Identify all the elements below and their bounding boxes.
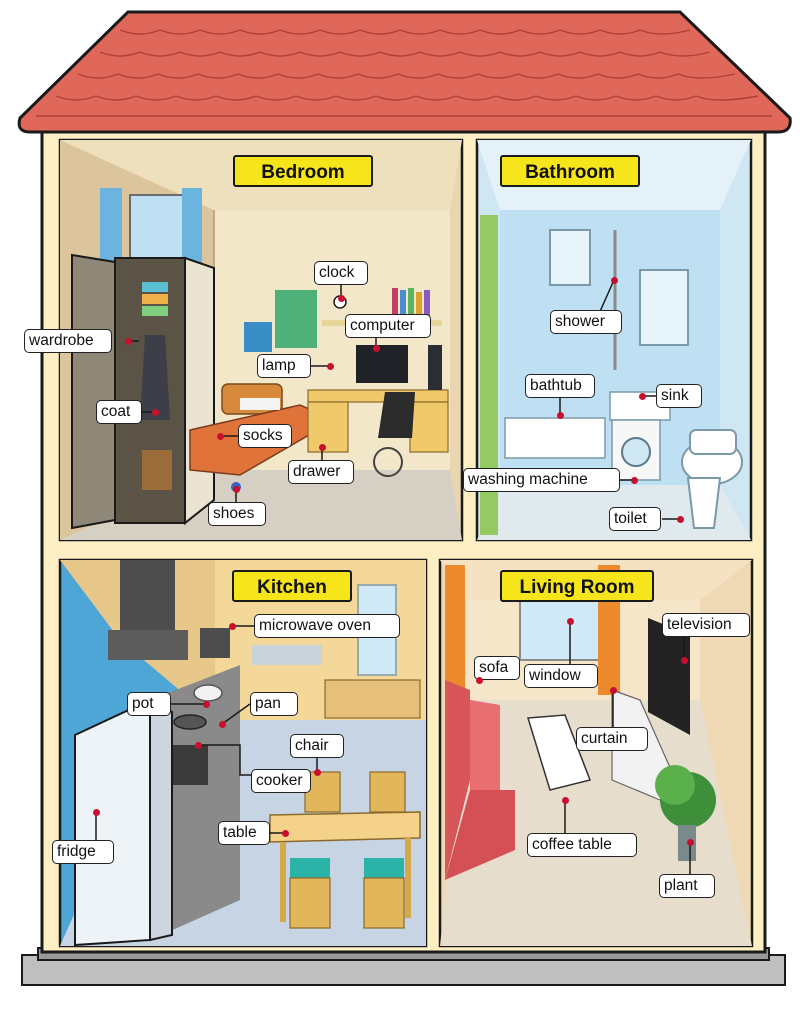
pointer-dot-clock (337, 294, 345, 302)
pointer-dot-curtain (609, 686, 617, 694)
label-curtain: curtain (576, 727, 648, 751)
pointer-dot-washing-machine (630, 476, 638, 484)
label-lamp: lamp (257, 354, 311, 378)
label-computer: computer (345, 314, 431, 338)
label-coat: coat (96, 400, 142, 424)
roof (17, 10, 792, 134)
pointer-dot-shower (610, 276, 618, 284)
label-cooker: cooker (251, 769, 311, 793)
pointer-dot-chair (313, 768, 321, 776)
label-wardrobe: wardrobe (24, 329, 112, 353)
pointer-dot-pan (218, 720, 226, 728)
pointer-dot-lamp (326, 362, 334, 370)
label-pot: pot (127, 692, 171, 716)
pointer-dot-fridge (92, 808, 100, 816)
pointer-dot-drawer (318, 443, 326, 451)
pointer-dot-cooker (194, 741, 202, 749)
label-pan: pan (250, 692, 298, 716)
label-shower: shower (550, 310, 622, 334)
room-title-kitchen: Kitchen (232, 570, 352, 602)
label-chair: chair (290, 734, 344, 758)
label-table: table (218, 821, 270, 845)
bedroom-room (58, 138, 464, 542)
room-title-bathroom: Bathroom (500, 155, 640, 187)
label-socks: socks (238, 424, 292, 448)
label-plant: plant (659, 874, 715, 898)
pointer-dot-plant (686, 838, 694, 846)
label-microwave-oven: microwave oven (254, 614, 400, 638)
kitchen-room (58, 558, 428, 948)
label-shoes: shoes (208, 502, 266, 526)
pointer-dot-coat (151, 408, 159, 416)
pointer-dot-sofa (475, 676, 483, 684)
label-window: window (524, 664, 598, 688)
pointer-dot-table (281, 829, 289, 837)
pointer-dot-shoes (232, 485, 240, 493)
label-sink: sink (656, 384, 702, 408)
room-title-bedroom: Bedroom (233, 155, 373, 187)
label-drawer: drawer (288, 460, 354, 484)
pointer-dot-wardrobe (124, 337, 132, 345)
pointer-dot-coffee-table (561, 796, 569, 804)
label-bathtub: bathtub (525, 374, 595, 398)
pointer-dot-toilet (676, 515, 684, 523)
pointer-dot-microwave-oven (228, 622, 236, 630)
label-coffee-table: coffee table (527, 833, 637, 857)
pointer-dot-television (680, 656, 688, 664)
pointer-dot-bathtub (556, 411, 564, 419)
pointer-dot-sink (638, 392, 646, 400)
pointer-dot-window (566, 617, 574, 625)
pointer-dot-socks (216, 432, 224, 440)
pointer-dot-pot (202, 700, 210, 708)
label-television: television (662, 613, 750, 637)
label-clock: clock (314, 261, 368, 285)
label-fridge: fridge (52, 840, 114, 864)
label-washing-machine: washing machine (463, 468, 620, 492)
label-sofa: sofa (474, 656, 520, 680)
pointer-dot-computer (372, 344, 380, 352)
label-toilet: toilet (609, 507, 661, 531)
room-title-living-room: Living Room (500, 570, 654, 602)
